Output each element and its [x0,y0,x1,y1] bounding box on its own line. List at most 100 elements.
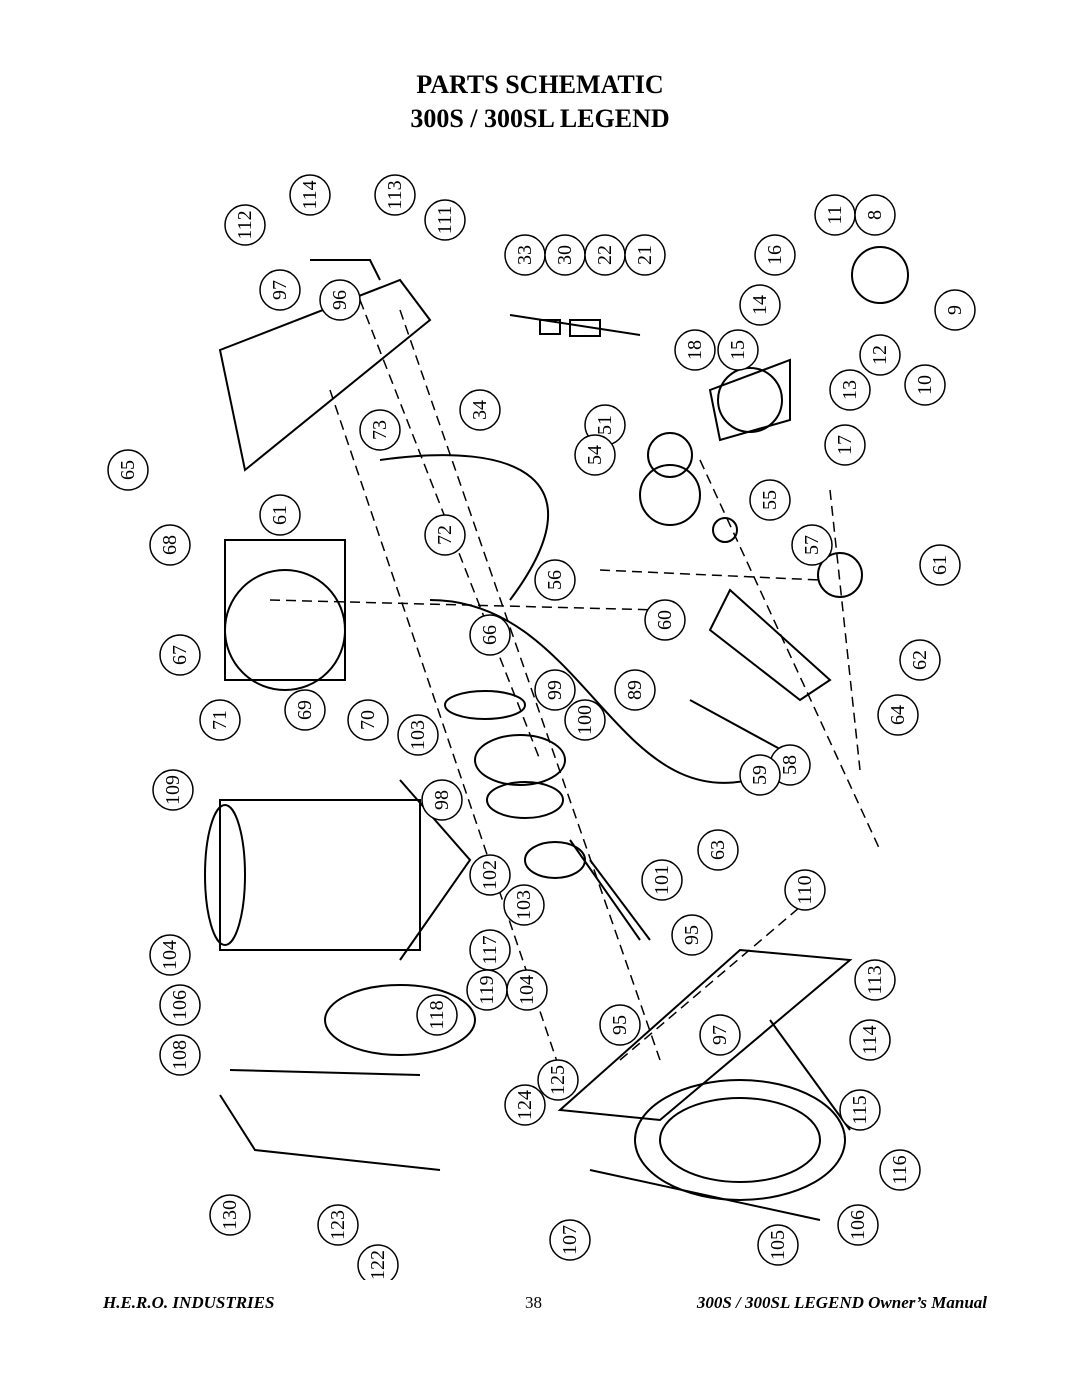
callout-number: 110 [794,875,816,904]
callout-circle [749,479,791,521]
part-callout: 97 [699,1014,741,1056]
callout-circle [149,524,191,566]
part-callout: 11 [814,194,856,236]
part-callout: 103 [503,884,545,926]
callout-circle [534,669,576,711]
callout-number: 111 [434,206,456,235]
part-callout: 122 [357,1244,399,1280]
part-callout: 68 [149,524,191,566]
callout-number: 99 [544,680,566,700]
callout-number: 12 [869,345,891,365]
callout-number: 119 [476,975,498,1004]
part-callout: 123 [317,1204,359,1246]
part-callout: 95 [671,914,713,956]
part-callout: 96 [319,279,361,321]
callout-number: 64 [887,705,909,725]
callout-circle [614,669,656,711]
callout-number: 118 [426,1000,448,1029]
callout-number: 123 [327,1210,349,1240]
callout-circle [503,884,545,926]
callout-circle [289,174,331,216]
callout-circle [879,1149,921,1191]
part-callout: 22 [584,234,626,276]
callout-number: 113 [864,965,886,994]
part-callout: 72 [424,514,466,556]
part-callout: 65 [107,449,149,491]
callout-circle [854,959,896,1001]
callout-circle [849,1019,891,1061]
part-callout: 109 [152,769,194,811]
part-callout: 115 [839,1089,881,1131]
callout-number: 102 [479,860,501,890]
callout-number: 105 [767,1230,789,1260]
callout-number: 58 [779,755,801,775]
part-callout: 73 [359,409,401,451]
part-callout: 107 [549,1219,591,1261]
callout-number: 61 [929,555,951,575]
part-callout: 124 [504,1084,546,1126]
callout-number: 14 [749,295,771,315]
part-callout: 100 [564,699,606,741]
callout-circle [152,769,194,811]
callout-circle [284,689,326,731]
part-callout: 118 [416,994,458,1036]
callout-circle [564,699,606,741]
callout-circle [534,559,576,601]
footer-manual-title: 300S / 300SL LEGEND Owner’s Manual [696,1293,987,1312]
callout-circle [459,389,501,431]
part-callout: 55 [749,479,791,521]
part-callout: 14 [739,284,781,326]
callout-circle [824,424,866,466]
callout-number: 55 [759,490,781,510]
callout-number: 57 [801,535,823,555]
part-callout: 9 [934,289,976,331]
part-callout: 130 [209,1194,251,1236]
callout-number: 117 [479,935,501,964]
callout-circle [537,1059,579,1101]
part-callout: 125 [537,1059,579,1101]
part-callout: 108 [159,1034,201,1076]
callout-circle [469,614,511,656]
callout-number: 107 [559,1225,581,1255]
callout-circle [899,639,941,681]
part-callout: 97 [259,269,301,311]
callout-circle [506,969,548,1011]
part-callout: 69 [284,689,326,731]
part-callout: 105 [757,1224,799,1266]
part-callout: 34 [459,389,501,431]
part-callout: 64 [877,694,919,736]
part-callout: 61 [919,544,961,586]
callout-number: 17 [834,435,856,455]
part-callout: 56 [534,559,576,601]
footer-page-number: 38 [525,1293,542,1312]
callout-circle [829,369,871,411]
callout-circle [416,994,458,1036]
part-callout: 119 [466,969,508,1011]
callout-number: 21 [634,245,656,265]
callout-circle [317,1204,359,1246]
callout-number: 104 [159,940,181,970]
callout-number: 130 [219,1200,241,1230]
footer-company: H.E.R.O. INDUSTRIES [103,1293,275,1312]
callout-circle [739,754,781,796]
part-callout: 111 [424,199,466,241]
callout-circle [159,984,201,1026]
callout-circle [839,1089,881,1131]
callout-number: 114 [299,180,321,209]
callout-circle [549,1219,591,1261]
callout-circle [107,449,149,491]
callout-circle [347,699,389,741]
callout-circle [644,599,686,641]
callout-circle [641,859,683,901]
callout-circle [224,204,266,246]
callout-number: 15 [727,340,749,360]
part-callout: 60 [644,599,686,641]
part-callout: 62 [899,639,941,681]
callout-circle [674,329,716,371]
callout-circle [357,1244,399,1280]
callout-number: 71 [209,710,231,730]
callout-circle [934,289,976,331]
callout-number: 70 [357,710,379,730]
callout-number: 63 [707,840,729,860]
